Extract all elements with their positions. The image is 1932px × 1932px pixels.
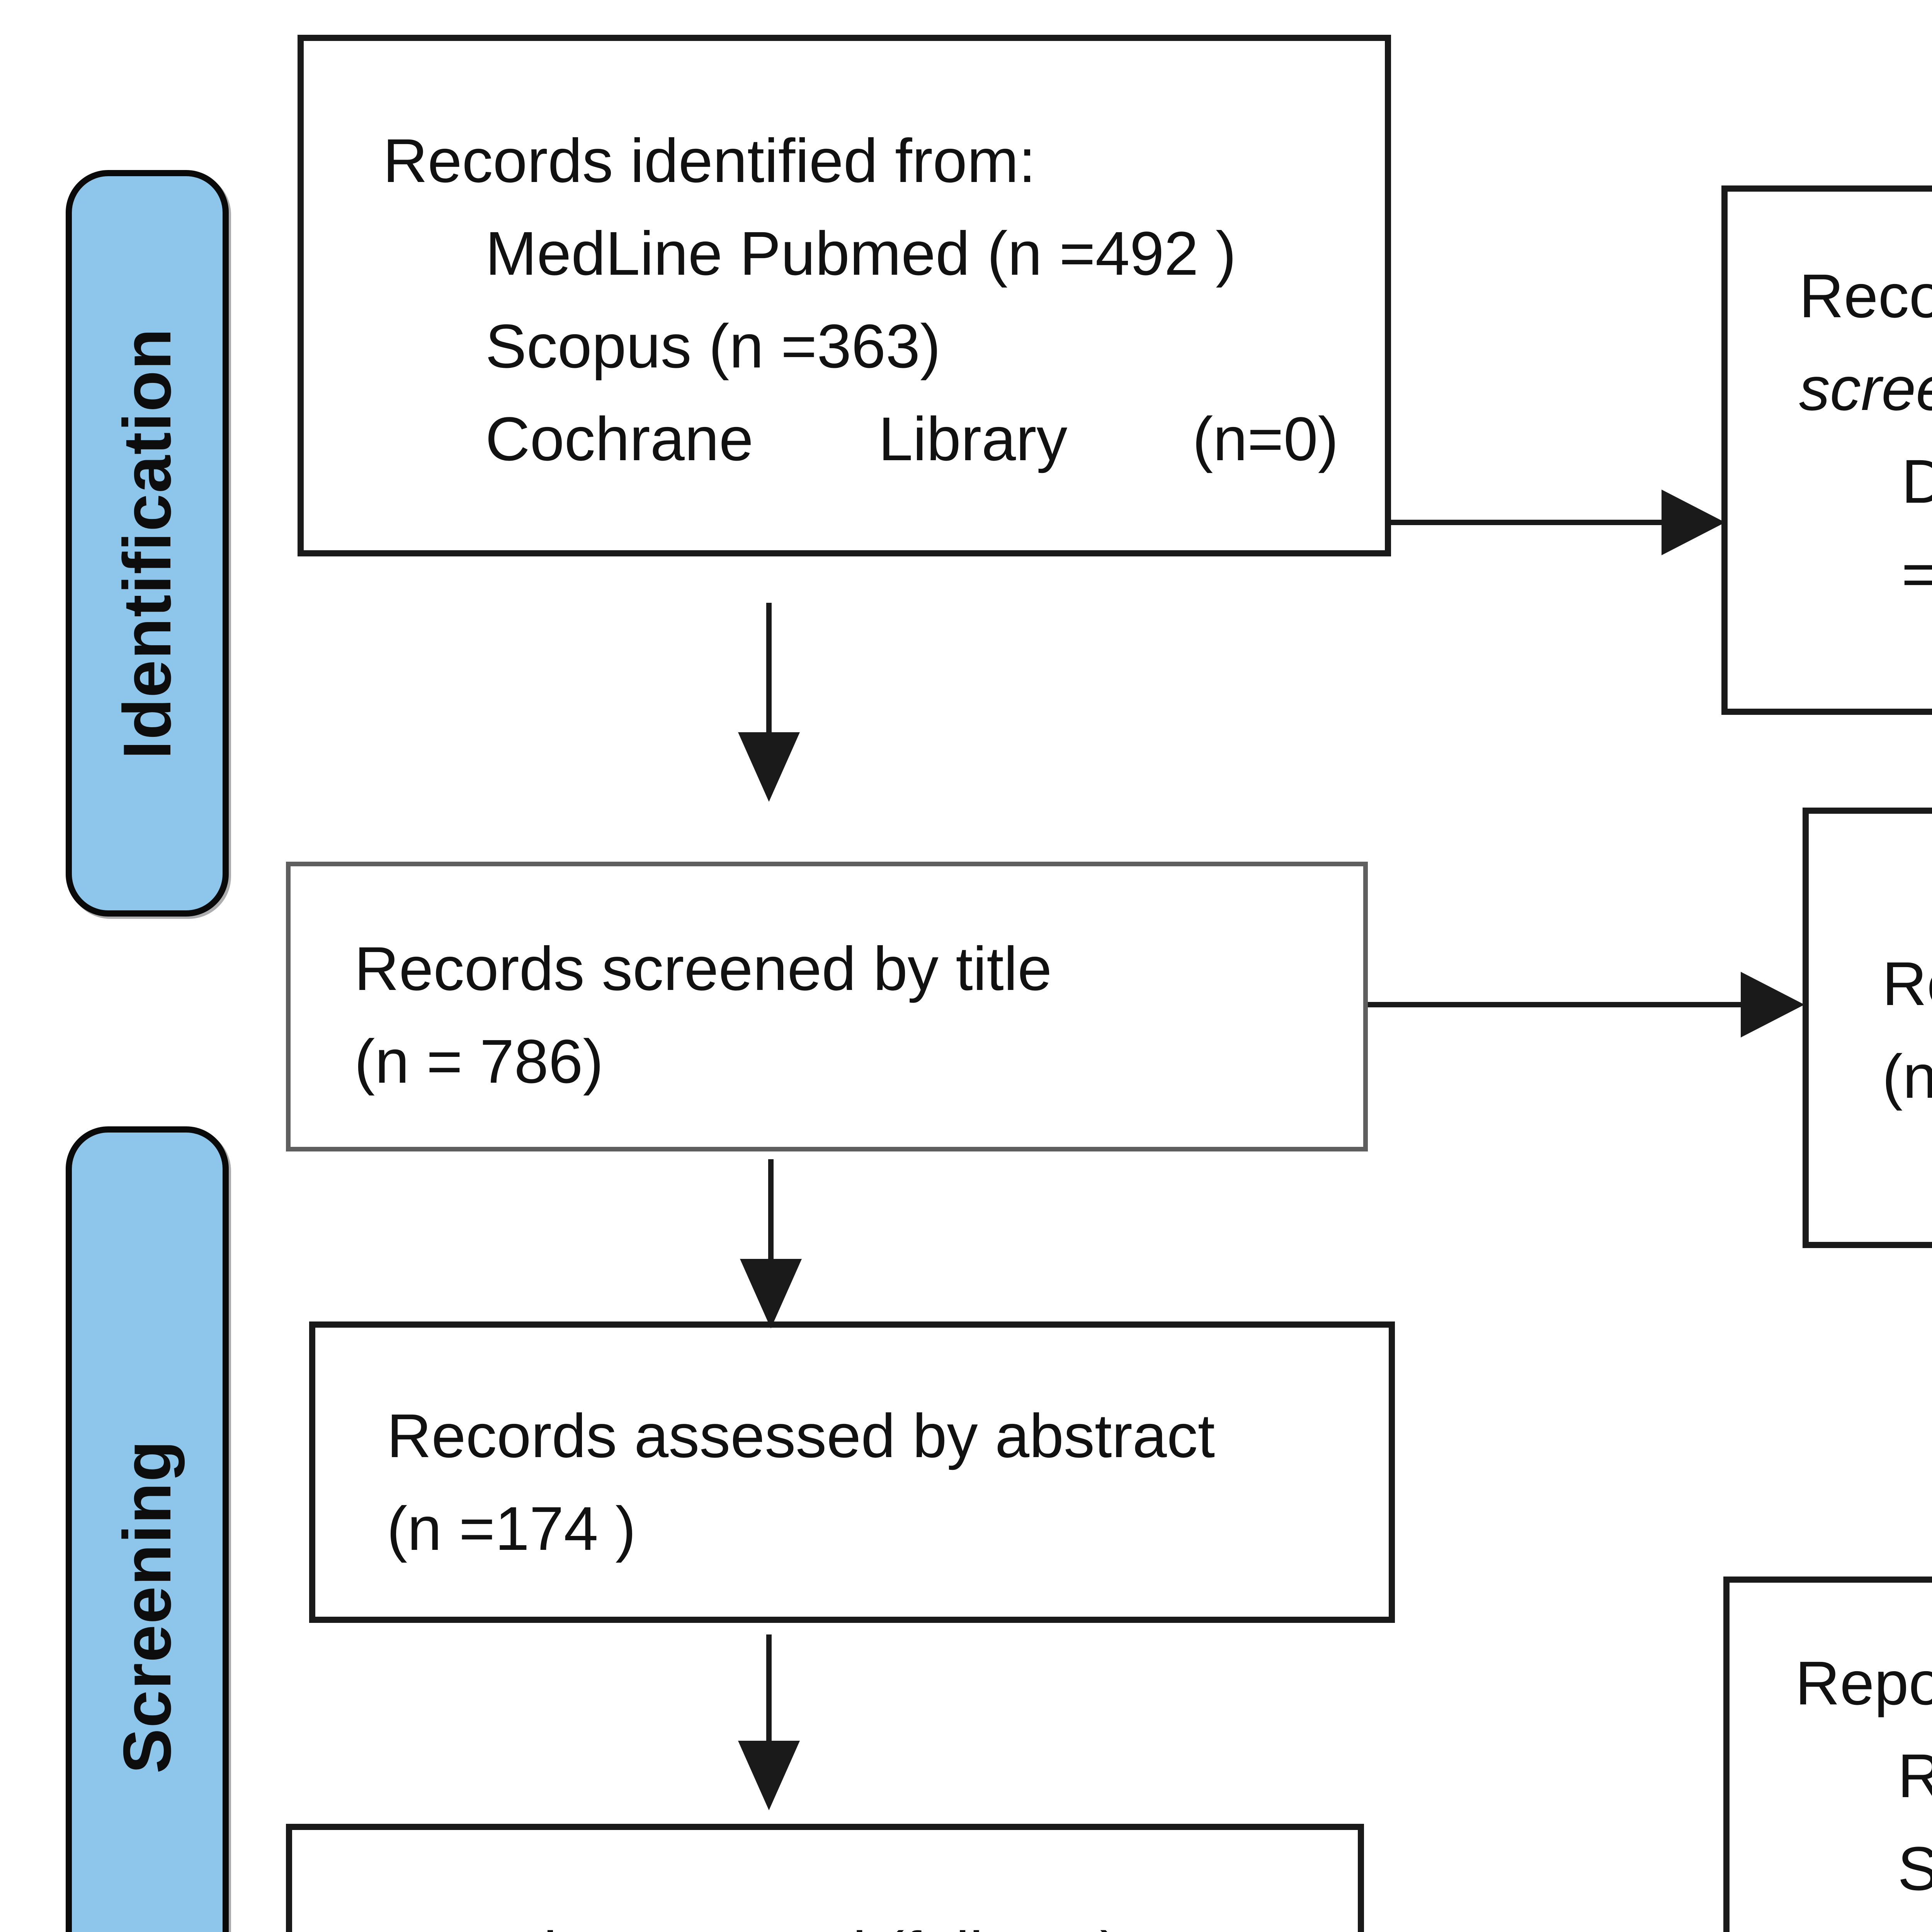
- box-records-screened-by-title: Records screened by title (n = 786): [286, 862, 1368, 1151]
- arrowhead-right-icon: [1662, 490, 1725, 555]
- box-text-line: (n =174 ): [387, 1494, 636, 1563]
- arrow-abstract-to-fulltext: [766, 1634, 772, 1743]
- stage-label-text: Identification: [109, 327, 185, 759]
- arrowhead-down-icon: [738, 1741, 800, 1810]
- stage-label-identification: Identification: [66, 170, 229, 917]
- box-text-line: =69 ): [1901, 539, 1932, 609]
- box-records-identified: Records identified from: MedLine Pubmed (…: [298, 35, 1391, 556]
- box-records-assessed-by-abstract: Records assessed by abstract (n =174 ): [309, 1321, 1395, 1623]
- box-reports-excluded: Reports excluded: n=44Relevance (n = 17)…: [1723, 1577, 1932, 1932]
- arrow-screened-to-excluded: [1368, 1002, 1745, 1007]
- box-text-line: Relevance (n = 17): [1898, 1741, 1932, 1810]
- box-text-line: Unspecified type of Diabetes: [1898, 1915, 1932, 1932]
- box-text-line: Records screened by title: [354, 934, 1052, 1003]
- arrowhead-down-icon: [738, 732, 800, 802]
- arrow-identified-to-removed: [1391, 520, 1665, 525]
- box-text-line: (n = 612): [1882, 1042, 1932, 1111]
- box-text-line: Sample selection (n=21): [1898, 1834, 1932, 1903]
- arrowhead-down-icon: [740, 1259, 802, 1328]
- box-text-line: Records identified from:: [383, 126, 1036, 195]
- box-text-line: (n = 786): [354, 1027, 604, 1096]
- box-records-excluded: Records excluded (n = 612): [1803, 808, 1932, 1248]
- box-text-line: MedLine Pubmed (n =492 ): [485, 219, 1236, 288]
- box-text-line: Records assessed (full text): [358, 1907, 1311, 1932]
- box-text-line: Records assessed by abstract: [387, 1401, 1215, 1470]
- box-records-removed-before-screening: Recordsremovedbefore screening: Duplicate …: [1721, 185, 1932, 715]
- arrowhead-right-icon: [1741, 972, 1804, 1037]
- box-records-assessed-full-text: Records assessed (full text)(n =63): [286, 1824, 1364, 1932]
- box-text-line: Scopus (n =363): [485, 311, 941, 381]
- arrow-identified-to-screened: [766, 603, 772, 734]
- box-text-line: Records excluded: [1882, 949, 1932, 1018]
- box-text-line: Recordsremovedbefore: [1799, 261, 1932, 330]
- box-text-line: Reports excluded: n=44: [1795, 1648, 1932, 1718]
- arrow-screened-to-abstract: [768, 1159, 774, 1264]
- stage-label-screening: Screening: [66, 1126, 229, 1932]
- box-text-line: screening:: [1799, 354, 1932, 423]
- box-text-line: Duplicate records removed (n: [1901, 447, 1932, 516]
- stage-label-text: Screening: [109, 1440, 185, 1774]
